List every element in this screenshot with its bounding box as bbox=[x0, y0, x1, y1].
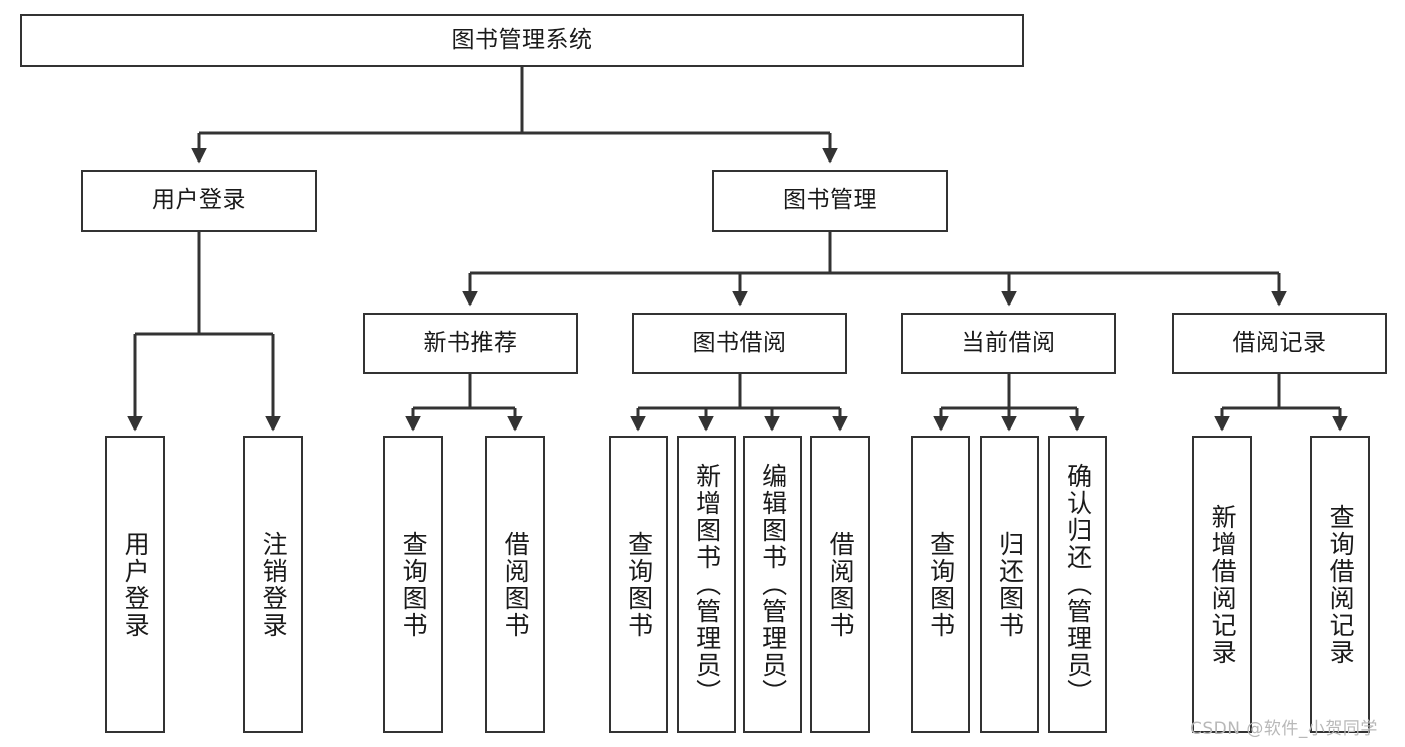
node-leaf-add-book-admin[interactable]: 新增图书（管理员） bbox=[677, 436, 736, 733]
node-label: 图书借阅 bbox=[692, 329, 787, 356]
node-book-management[interactable]: 图书管理 bbox=[712, 170, 948, 232]
node-label: 新增借阅记录 bbox=[1208, 503, 1238, 666]
node-label: 新增图书（管理员） bbox=[692, 463, 722, 706]
node-leaf-return-book[interactable]: 归还图书 bbox=[980, 436, 1039, 733]
node-leaf-confirm-return-admin[interactable]: 确认归还（管理员） bbox=[1048, 436, 1107, 733]
node-leaf-query-book[interactable]: 查询图书 bbox=[609, 436, 668, 733]
node-label: 借阅记录 bbox=[1232, 329, 1327, 356]
node-label: 用户登录 bbox=[152, 187, 246, 214]
node-label: 图书管理系统 bbox=[451, 26, 593, 53]
node-root-system[interactable]: 图书管理系统 bbox=[20, 14, 1024, 67]
node-label: 确认归还（管理员） bbox=[1063, 463, 1093, 706]
node-leaf-borrow-book[interactable]: 借阅图书 bbox=[810, 436, 870, 733]
watermark-text: CSDN @软件_小贺同学 bbox=[1190, 719, 1378, 739]
node-user-login[interactable]: 用户登录 bbox=[81, 170, 317, 232]
node-label: 借阅图书 bbox=[501, 530, 531, 639]
node-leaf-edit-book-admin[interactable]: 编辑图书（管理员） bbox=[743, 436, 802, 733]
node-new-book-recommend[interactable]: 新书推荐 bbox=[363, 313, 578, 374]
node-label: 查询图书 bbox=[624, 530, 654, 639]
node-leaf-query-borrow-record[interactable]: 查询借阅记录 bbox=[1310, 436, 1370, 733]
node-borrow-record[interactable]: 借阅记录 bbox=[1172, 313, 1387, 374]
node-label: 查询图书 bbox=[399, 530, 429, 639]
node-label: 新书推荐 bbox=[423, 329, 518, 356]
node-label: 编辑图书（管理员） bbox=[758, 463, 788, 706]
node-leaf-user-login[interactable]: 用户登录 bbox=[105, 436, 165, 733]
node-label: 归还图书 bbox=[995, 530, 1025, 639]
node-label: 借阅图书 bbox=[826, 530, 856, 639]
node-leaf-query-book-current[interactable]: 查询图书 bbox=[911, 436, 970, 733]
node-label: 用户登录 bbox=[121, 530, 151, 639]
node-label: 查询借阅记录 bbox=[1326, 503, 1356, 666]
node-leaf-add-borrow-record[interactable]: 新增借阅记录 bbox=[1192, 436, 1252, 733]
node-label: 查询图书 bbox=[926, 530, 956, 639]
node-leaf-borrow-book-recommend[interactable]: 借阅图书 bbox=[485, 436, 545, 733]
node-label: 图书管理 bbox=[783, 187, 877, 214]
node-leaf-query-book-recommend[interactable]: 查询图书 bbox=[383, 436, 443, 733]
node-label: 注销登录 bbox=[259, 530, 289, 639]
node-current-borrow[interactable]: 当前借阅 bbox=[901, 313, 1116, 374]
node-label: 当前借阅 bbox=[961, 329, 1056, 356]
node-leaf-logout[interactable]: 注销登录 bbox=[243, 436, 303, 733]
node-book-borrow[interactable]: 图书借阅 bbox=[632, 313, 847, 374]
